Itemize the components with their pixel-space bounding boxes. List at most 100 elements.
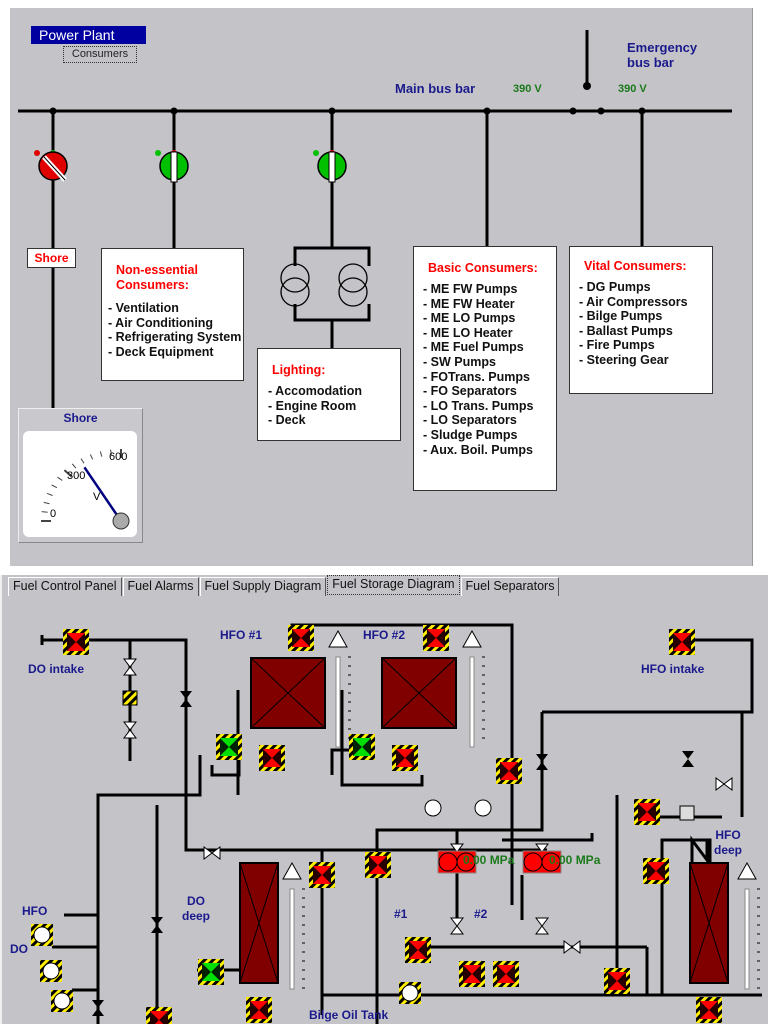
hfo2-level-indicator: [462, 629, 485, 748]
pipe: [660, 838, 712, 995]
non-essential-consumers-box: Non-essential Consumers: - Ventilation- …: [101, 248, 244, 381]
breaker-non-essential-icon[interactable]: [155, 150, 189, 183]
manual-valve-icon[interactable]: [123, 721, 137, 739]
tab-fuel-supply-diagram[interactable]: Fuel Supply Diagram: [199, 577, 327, 596]
consumers-button[interactable]: Consumers: [63, 46, 137, 63]
motor-valve-icon[interactable]: [365, 852, 391, 878]
tab-fuel-control-panel[interactable]: Fuel Control Panel: [8, 577, 122, 596]
motor-valve-icon[interactable]: [309, 862, 335, 888]
tab-fuel-storage-diagram[interactable]: Fuel Storage Diagram: [327, 575, 460, 595]
pressure-gauge-icon: [474, 799, 492, 817]
consumer-item: - Ballast Pumps: [579, 323, 673, 338]
pipe: [96, 755, 202, 1024]
consumer-item: - Air Compressors: [579, 294, 688, 309]
pressure-gauge-icon: [424, 799, 442, 817]
pipe: [690, 835, 709, 875]
consumer-item: - Aux. Boil. Pumps: [423, 442, 533, 457]
motor-valve-icon[interactable]: [696, 997, 722, 1023]
motor-valve-icon[interactable]: [146, 1007, 172, 1024]
pump-icon[interactable]: [437, 850, 477, 874]
power-plant-panel: Power Plant Consumers Main bus bar 390 V…: [10, 8, 753, 566]
manual-valve-icon[interactable]: [450, 917, 464, 935]
pump2-label: #2: [474, 907, 488, 921]
gauge-tick: [80, 458, 85, 464]
consumer-item: - LO Separators: [423, 413, 517, 428]
consumer-item: - ME FW Pumps: [423, 282, 518, 296]
hfo-outlet-label: HFO: [22, 904, 48, 918]
consumer-item: - ME LO Heater: [423, 325, 513, 340]
shore-label: Shore: [27, 248, 76, 268]
do-outlet-label: DO: [10, 942, 28, 956]
hfo-outlet-icon[interactable]: [31, 924, 53, 946]
motor-valve-icon[interactable]: [405, 937, 431, 963]
bilge-outlet-icon[interactable]: [399, 982, 421, 1004]
motor-valve-icon[interactable]: [63, 629, 89, 655]
bilge-oil-tank-label: Bilge Oil Tank: [309, 1008, 389, 1022]
consumer-item: - Refrigerating System: [108, 330, 242, 345]
gauge-title: Shore: [63, 411, 98, 425]
open-valve-icon[interactable]: [216, 734, 242, 760]
motor-valve-icon[interactable]: [669, 629, 695, 655]
pipe: [42, 638, 188, 815]
tab-fuel-separators[interactable]: Fuel Separators: [460, 577, 560, 596]
tab-fuel-alarms[interactable]: Fuel Alarms: [122, 577, 199, 596]
hfo-deep-level-indicator: [737, 861, 760, 990]
breaker-lighting-icon[interactable]: [313, 150, 347, 183]
manual-valve-icon[interactable]: [203, 846, 221, 860]
hfo-deep-tank[interactable]: [689, 862, 729, 984]
gauge-tick: [63, 469, 73, 478]
do-deep-tank[interactable]: [239, 862, 279, 984]
consumer-item: - ME LO Pumps: [423, 311, 516, 326]
motor-valve-icon[interactable]: [634, 799, 660, 825]
gauge-tick: [43, 501, 50, 505]
hfo2-label: HFO #2: [363, 628, 406, 642]
open-valve-icon[interactable]: [349, 734, 375, 760]
motor-valve-icon[interactable]: [643, 858, 669, 884]
manual-valve-icon[interactable]: [123, 658, 137, 676]
open-valve-icon[interactable]: [198, 959, 224, 985]
motor-valve-icon[interactable]: [493, 961, 519, 987]
pipe: [542, 638, 754, 714]
breaker-shore-icon[interactable]: [34, 150, 68, 182]
consumer-item: - Air Conditioning: [108, 315, 214, 330]
gauge-face: 0 300 600 V: [23, 431, 137, 537]
consumer-item: - Accomodation: [268, 384, 362, 398]
consumer-item: - LO Trans. Pumps: [423, 398, 534, 413]
consumer-item: - FOTrans. Pumps: [423, 369, 530, 384]
hfo1-tank[interactable]: [250, 657, 326, 729]
check-valve-icon: [92, 1000, 104, 1016]
do-outlet-icon[interactable]: [40, 960, 62, 982]
motor-valve-icon[interactable]: [604, 968, 630, 994]
hfo2-tank[interactable]: [381, 657, 457, 729]
gauge-tick: [110, 449, 112, 456]
motor-valve-icon[interactable]: [496, 758, 522, 784]
manual-valve-icon[interactable]: [535, 917, 549, 935]
motor-valve-icon[interactable]: [423, 625, 449, 651]
drain-outlet-icon[interactable]: [51, 990, 73, 1012]
emergency-bus-label: Emergency bus bar: [627, 40, 698, 70]
page-title: Power Plant: [31, 26, 146, 44]
manual-valve-icon[interactable]: [715, 777, 733, 791]
gauge-tick: [99, 451, 103, 457]
check-valve-icon: [536, 754, 548, 770]
motor-valve-icon[interactable]: [246, 997, 272, 1023]
gauge-needle: [83, 466, 123, 522]
non-essential-heading: Non-essential Consumers:: [116, 263, 198, 292]
pipe: [375, 712, 544, 1024]
pipe: [210, 755, 241, 777]
lighting-heading: Lighting:: [272, 363, 326, 377]
motor-valve-icon[interactable]: [259, 745, 285, 771]
motor-valve-icon[interactable]: [459, 961, 485, 987]
gauge-pivot: [112, 512, 130, 530]
manual-valve-icon[interactable]: [563, 940, 581, 954]
consumer-item: - Sludge Pumps: [423, 427, 518, 442]
motor-valve-icon[interactable]: [288, 625, 314, 651]
consumer-item: - Bilge Pumps: [579, 309, 663, 324]
pump-icon[interactable]: [522, 850, 562, 874]
consumer-item: - Deck Equipment: [108, 344, 214, 359]
motor-valve-icon[interactable]: [392, 745, 418, 771]
vital-consumers-box: Vital Consumers: - DG Pumps- Air Compres…: [569, 246, 713, 394]
consumer-item: - ME Fuel Pumps: [423, 340, 524, 355]
gauge-tick: [89, 454, 94, 460]
